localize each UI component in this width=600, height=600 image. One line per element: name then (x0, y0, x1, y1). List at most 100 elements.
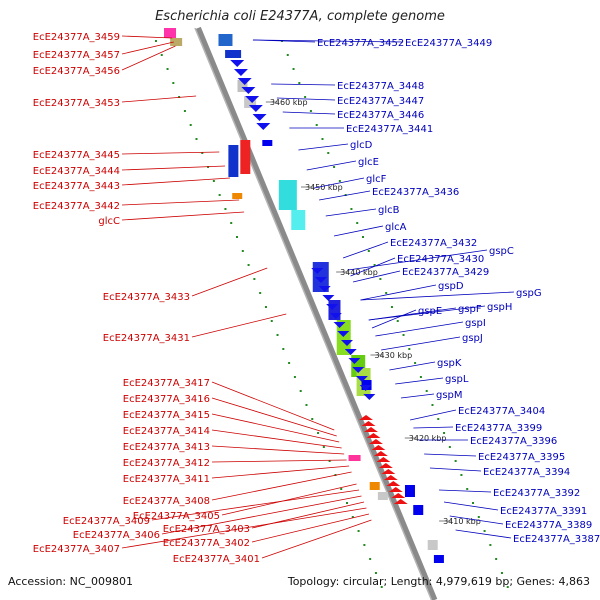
gene-label-right: gspF (458, 304, 482, 315)
track-dot (154, 40, 157, 42)
track-dot (374, 572, 377, 574)
label-leader-line (410, 409, 457, 421)
track-dot (460, 474, 463, 476)
scale-mark-label: 3430 kbp (374, 351, 412, 360)
gene-arrow (359, 415, 374, 420)
track-dot (408, 348, 411, 350)
gene-block (427, 540, 438, 550)
track-dot (183, 110, 186, 112)
track-dot (369, 558, 372, 560)
gene-block (225, 50, 242, 58)
label-leader-line (211, 465, 350, 479)
gene-arrow (352, 367, 365, 373)
gene-label-left: EcE24377A_3445 (33, 150, 120, 161)
gene-label-left: EcE24377A_3403 (163, 524, 250, 535)
label-leader-line (389, 361, 436, 371)
track-dot (396, 320, 399, 322)
topology-text: Topology: circular; Length: 4,979,619 bp… (287, 575, 590, 588)
label-leader-line (381, 336, 461, 351)
gene-arrow (391, 493, 406, 498)
gene-arrow (344, 349, 357, 355)
label-leader-line (360, 291, 515, 301)
gene-arrow (376, 457, 391, 462)
label-leader-line (319, 190, 371, 201)
gene-arrow (337, 331, 350, 337)
gene-arrow (378, 463, 393, 468)
label-leader-line (360, 284, 437, 301)
track-dot (328, 460, 331, 462)
label-leader-line (371, 309, 417, 329)
gene-label-left: EcE24377A_3431 (103, 333, 190, 344)
scale-mark-label: 3460 kbp (270, 98, 308, 107)
gene-label-right: EcE24377A_3429 (402, 267, 489, 278)
gene-label-right: EcE24377A_3430 (397, 254, 484, 265)
track-dot (317, 432, 320, 434)
label-leader-line (121, 177, 231, 186)
gene-label-left: EcE24377A_3416 (123, 394, 210, 405)
track-dot (276, 334, 279, 336)
gene-arrow (355, 376, 368, 382)
gene-label-left: EcE24377A_3412 (123, 458, 210, 469)
track-dot (172, 82, 175, 84)
gene-arrow (230, 60, 245, 67)
track-dot (357, 530, 360, 532)
track-dot (340, 488, 343, 490)
gene-block (218, 34, 233, 46)
gene-label-left: EcE24377A_3433 (103, 292, 190, 303)
gene-block (244, 96, 257, 108)
gene-label-right: EcE24377A_3395 (478, 452, 565, 463)
gene-label-right: gspK (437, 358, 462, 369)
page-title: Escherichia coli E24377A, complete genom… (155, 9, 445, 24)
gene-arrow (326, 304, 339, 310)
gene-arrow (318, 286, 331, 292)
label-leader-line (455, 529, 512, 539)
label-leader-line (350, 257, 396, 277)
gene-block (348, 455, 361, 461)
gene-label-left: EcE24377A_3417 (123, 378, 210, 389)
gene-label-right: EcE24377A_3448 (337, 81, 424, 92)
track-dot (166, 68, 169, 70)
track-dot (264, 306, 267, 308)
gene-arrow (363, 427, 378, 432)
track-dot (477, 516, 480, 518)
gene-arrow (245, 96, 260, 103)
label-leader-line (298, 143, 349, 151)
label-leader-line (151, 489, 360, 521)
track-dot (363, 544, 366, 546)
label-leader-line (342, 241, 389, 259)
track-dot (333, 166, 336, 168)
label-leader-line (161, 495, 362, 535)
gene-arrow (341, 340, 354, 346)
track-dot (351, 516, 354, 518)
track-dot (362, 236, 365, 238)
track-dot (483, 530, 486, 532)
track-dot (224, 208, 227, 210)
track-dot (454, 460, 457, 462)
track-dot (298, 82, 301, 84)
gene-label-right: EcE24377A_3447 (337, 96, 424, 107)
gene-label-right: glcE (358, 157, 379, 168)
label-leader-line (121, 199, 240, 206)
gene-label-right: EcE24377A_3389 (505, 520, 592, 531)
gene-label-left: glcC (98, 216, 120, 227)
track-dot (212, 180, 215, 182)
gene-label-right: EcE24377A_3404 (458, 406, 545, 417)
gene-arrow (383, 475, 398, 480)
gene-arrow (237, 78, 252, 85)
label-leader-line (375, 321, 464, 337)
label-leader-line (211, 459, 347, 463)
gene-block (262, 140, 273, 146)
gene-label-left: EcE24377A_3414 (123, 426, 210, 437)
gene-block (228, 145, 239, 177)
gene-label-right: EcE24377A_3394 (483, 467, 570, 478)
gene-label-left: EcE24377A_3443 (33, 181, 120, 192)
gene-label-left: EcE24377A_3453 (33, 98, 120, 109)
gene-arrow (248, 105, 263, 112)
label-leader-line (121, 165, 226, 171)
track-dot (311, 418, 314, 420)
label-leader-line (191, 267, 268, 297)
track-dot (402, 334, 405, 336)
gene-block (240, 140, 251, 174)
label-leader-line (121, 41, 174, 55)
